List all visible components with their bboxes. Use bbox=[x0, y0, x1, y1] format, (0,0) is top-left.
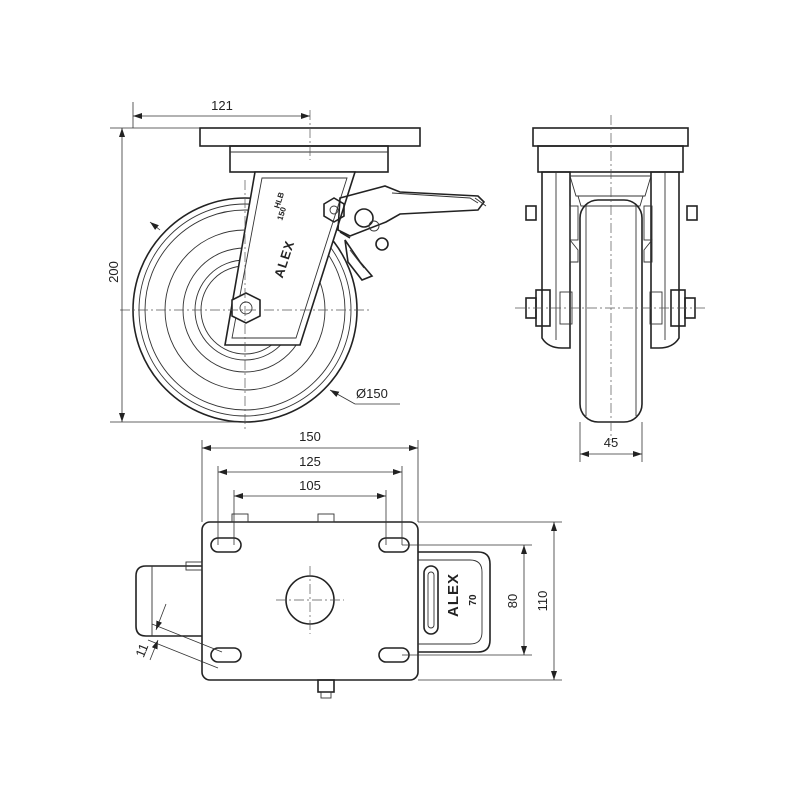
side-axle-nut bbox=[231, 292, 261, 324]
dim-wheel-diameter: Ø150 bbox=[149, 221, 400, 405]
side-brake-mechanism bbox=[323, 185, 487, 281]
dim-wheel-width: 45 bbox=[579, 422, 643, 462]
brake-pedal-brand: ALEX bbox=[445, 573, 462, 617]
fork-mark-size: 150 bbox=[275, 205, 288, 221]
dim-side-offset: 121 bbox=[132, 98, 310, 128]
front-fork-leg-left bbox=[541, 171, 571, 349]
side-swivel-head bbox=[229, 145, 389, 173]
dim-plate-length-label: 150 bbox=[299, 429, 321, 444]
dim-hole-spacing-outer-label: 125 bbox=[299, 454, 321, 469]
front-swivel-head bbox=[537, 145, 684, 173]
dim-plate-width: 110 bbox=[418, 521, 562, 681]
top-view: ALEX 70 150 125 105 bbox=[132, 429, 562, 699]
dim-hole-spacing-outer: 125 bbox=[217, 454, 403, 545]
front-fork-leg-right bbox=[650, 171, 680, 349]
dim-side-offset-label: 121 bbox=[211, 98, 233, 113]
dim-plate-width-label: 110 bbox=[535, 591, 550, 612]
dim-side-height-label: 200 bbox=[106, 261, 121, 283]
dim-hole-spacing-inner: 105 bbox=[233, 478, 387, 545]
brake-pedal-mark: 70 bbox=[468, 594, 479, 606]
dim-wheel-diameter-label: Ø150 bbox=[356, 386, 388, 401]
dim-slot-width-label: 11 bbox=[132, 641, 151, 659]
top-mounting-plate bbox=[201, 521, 419, 681]
front-view: 45 bbox=[515, 115, 705, 462]
top-slot-holes bbox=[210, 537, 410, 663]
dim-hole-spacing-width: 80 bbox=[402, 544, 532, 656]
dim-hole-spacing-width-label: 80 bbox=[505, 594, 520, 608]
dim-slot-width: 11 bbox=[132, 603, 223, 669]
dim-side-height: 200 bbox=[106, 127, 245, 423]
dim-plate-length: 150 bbox=[201, 429, 419, 522]
dim-wheel-width-label: 45 bbox=[604, 435, 618, 450]
top-wheel-edge bbox=[135, 565, 202, 637]
front-top-plate bbox=[532, 127, 689, 147]
dim-hole-spacing-inner-label: 105 bbox=[299, 478, 321, 493]
top-brake-pedal: ALEX 70 bbox=[418, 551, 491, 653]
side-view: HLB 150 ALEX 121 bbox=[106, 98, 487, 430]
